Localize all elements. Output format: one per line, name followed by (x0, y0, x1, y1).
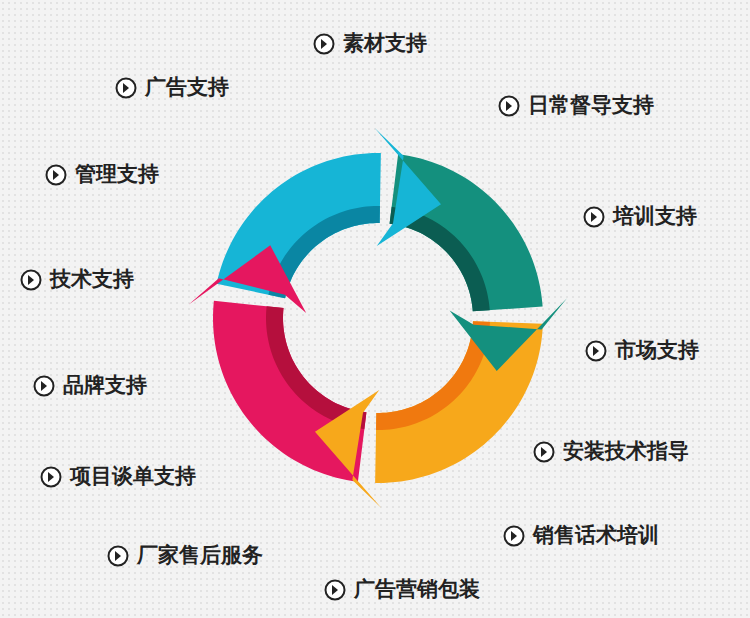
arrow-icon (45, 164, 67, 186)
support-item: 日常督导支持 (498, 94, 654, 117)
item-label: 项目谈单支持 (70, 465, 196, 488)
arrow-icon (324, 579, 346, 601)
arrow-icon (498, 95, 520, 117)
support-item: 广告支持 (115, 76, 229, 99)
item-label: 安装技术指导 (563, 440, 689, 463)
arrow-icon (115, 77, 137, 99)
arrow-icon (40, 466, 62, 488)
item-label: 培训支持 (613, 205, 697, 228)
item-label: 技术支持 (50, 268, 134, 291)
arrow-icon (585, 340, 607, 362)
arrow-head (188, 245, 306, 313)
support-item: 市场支持 (585, 339, 699, 362)
arrow-icon (107, 545, 129, 567)
support-item: 安装技术指导 (533, 440, 689, 463)
arrow-head (375, 128, 441, 246)
item-label: 广告营销包装 (354, 578, 480, 601)
item-label: 广告支持 (145, 76, 229, 99)
item-label: 销售话术培训 (533, 524, 659, 547)
support-item: 销售话术培训 (503, 524, 659, 547)
item-label: 管理支持 (75, 163, 159, 186)
item-label: 日常督导支持 (528, 94, 654, 117)
support-item: 项目谈单支持 (40, 465, 196, 488)
item-label: 市场支持 (615, 339, 699, 362)
support-item: 厂家售后服务 (107, 544, 263, 567)
arrow-icon (583, 206, 605, 228)
arrow-icon (20, 269, 42, 291)
arrow-icon (33, 375, 55, 397)
support-item: 培训支持 (583, 205, 697, 228)
arrow-icon (503, 525, 525, 547)
item-label: 厂家售后服务 (137, 544, 263, 567)
support-item: 品牌支持 (33, 374, 147, 397)
arrow-head (315, 390, 381, 508)
arrow-icon (313, 33, 335, 55)
arrow-icon (533, 441, 555, 463)
item-label: 品牌支持 (63, 374, 147, 397)
support-item: 素材支持 (313, 32, 427, 55)
ring-arrows (188, 128, 566, 508)
support-item: 管理支持 (45, 163, 159, 186)
item-label: 素材支持 (343, 32, 427, 55)
support-item: 技术支持 (20, 268, 134, 291)
arrow-head (450, 298, 567, 371)
support-item: 广告营销包装 (324, 578, 480, 601)
